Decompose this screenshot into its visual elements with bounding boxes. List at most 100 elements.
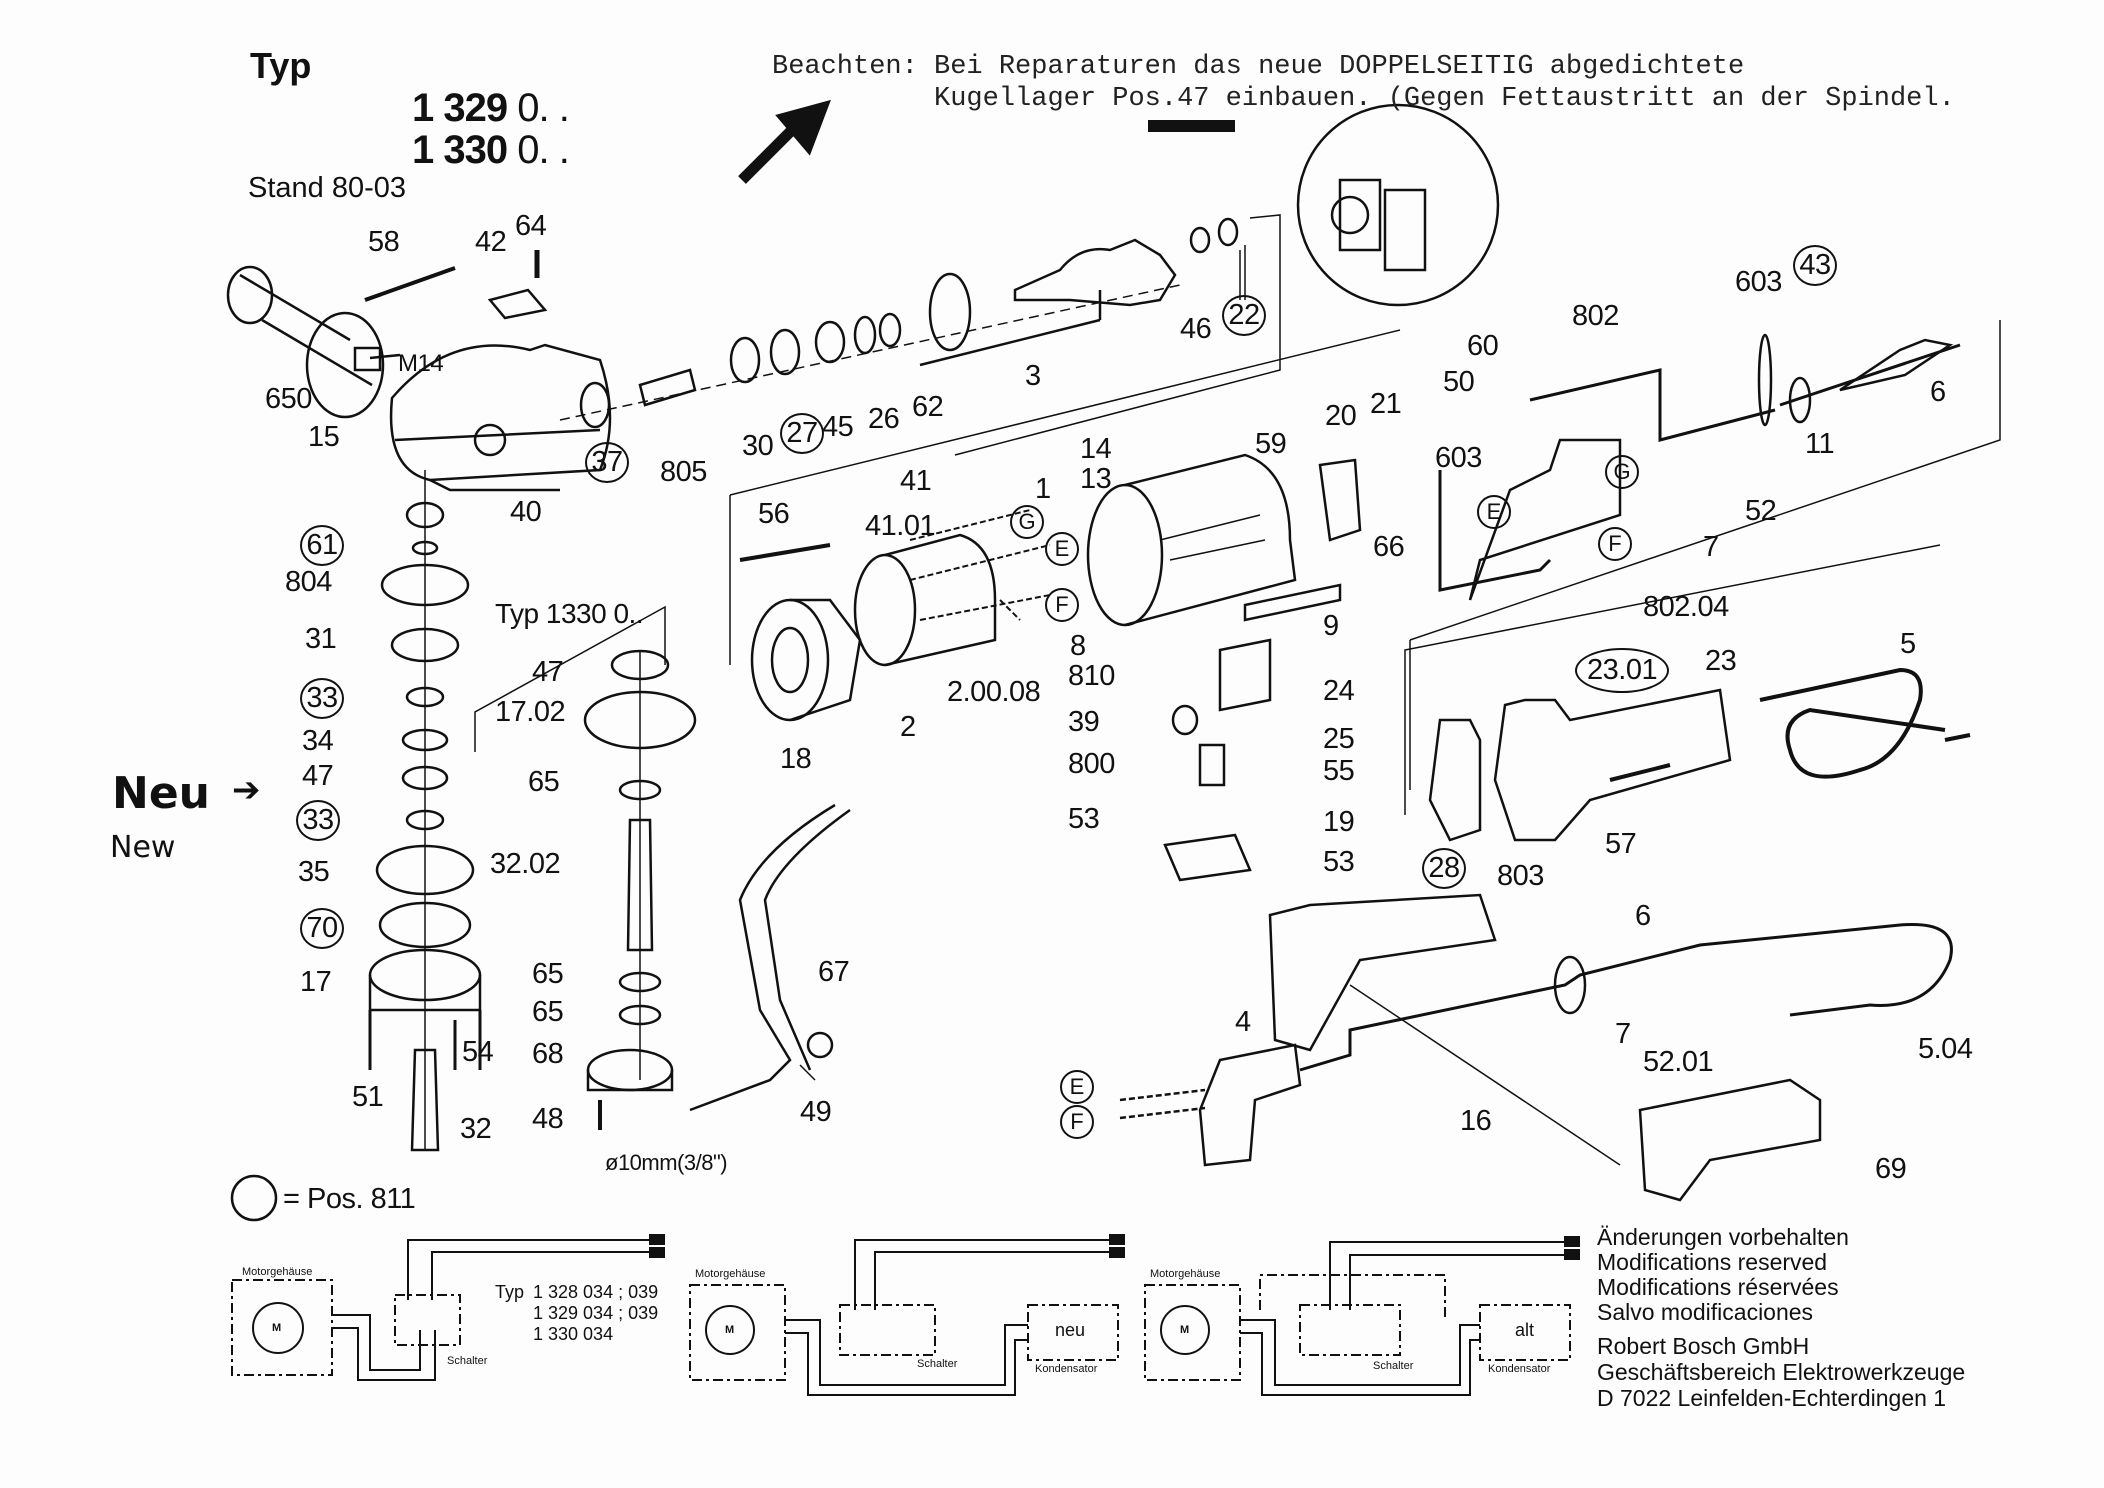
capacitor-label: Kondensator	[1488, 1363, 1551, 1375]
footer-disclaimer: Änderungen vorbehalten Modifications res…	[1597, 1225, 1849, 1325]
part-label: 1	[1035, 473, 1051, 505]
part-label: 48	[532, 1103, 564, 1135]
part-label: 8	[1070, 630, 1086, 662]
part-label: 67	[818, 956, 850, 988]
part-label: 3	[1025, 360, 1041, 392]
handwritten-arrow-right-icon: ➔	[232, 770, 261, 810]
part-label: 53	[1068, 803, 1100, 835]
part-label: 62	[912, 391, 944, 423]
part-label: 47	[532, 656, 564, 688]
part-label-circled: 70	[300, 908, 344, 949]
part-label: 5.04	[1918, 1033, 1973, 1065]
part-label: 65	[528, 766, 560, 798]
part-label: 2.00.08	[947, 676, 1041, 708]
motor-housing-label: Motorgehäuse	[1150, 1268, 1221, 1280]
wiring-diagram-3	[1144, 1236, 1580, 1396]
part-label: 59	[1255, 428, 1287, 460]
motor-housing-label: Motorgehäuse	[695, 1268, 766, 1280]
old-capacitor-label: alt	[1515, 1320, 1535, 1340]
handwritten-neu: Neu	[112, 768, 210, 819]
part-label: 65	[532, 996, 564, 1028]
part-label: 650	[265, 383, 312, 415]
company-address: D 7022 Leinfelden-Echterdingen 1	[1597, 1385, 1947, 1411]
wiring-variant: 1 330 034	[533, 1324, 614, 1344]
part-label: 5	[1900, 628, 1916, 660]
wire-letter-e: E	[1477, 495, 1511, 529]
footer-company: Robert Bosch GmbH Geschäftsbereich Elekt…	[1597, 1333, 1965, 1411]
model-number: 1 330	[412, 128, 508, 172]
part-label: 34	[302, 725, 334, 757]
part-label: 603	[1735, 266, 1782, 298]
handle-half-drawing	[1268, 893, 1497, 1052]
part-label: 45	[822, 411, 854, 443]
part-label: 35	[298, 856, 330, 888]
part-label: 42	[475, 226, 507, 258]
part-label-circled: 33	[300, 678, 344, 719]
part-label: 31	[305, 623, 337, 655]
wire-letter-g: G	[1010, 505, 1044, 539]
switch-label: Schalter	[1373, 1360, 1414, 1372]
part-label: 60	[1467, 330, 1499, 362]
handwritten-new: New	[110, 830, 176, 865]
part-label: 4	[1235, 1006, 1251, 1038]
part-label-circled: 22	[1222, 295, 1266, 336]
part-label: 19	[1323, 806, 1355, 838]
motor-symbol: M	[725, 1324, 735, 1336]
model-number-1330: 1 330 0. .	[412, 128, 570, 173]
part-label: 7	[1703, 531, 1719, 563]
part-label-circled: 28	[1422, 848, 1466, 889]
part-label: 20	[1325, 400, 1357, 432]
thread-m14-label: M14	[398, 350, 444, 377]
new-capacitor-label: neu	[1055, 1320, 1086, 1340]
part-label: 805	[660, 456, 707, 488]
part-label: 804	[285, 566, 332, 598]
part-label-circled: 33	[296, 800, 340, 841]
part-label: 46	[1180, 313, 1212, 345]
part-label: 64	[515, 210, 547, 242]
part-label: 802	[1572, 300, 1619, 332]
part-label: 49	[800, 1096, 832, 1128]
handwritten-arrow-up-icon	[738, 99, 831, 184]
part-label-circled: 27	[780, 413, 824, 454]
part-label-circled: 37	[585, 442, 629, 483]
part-label: 39	[1068, 706, 1100, 738]
wire-letter-f: F	[1045, 588, 1079, 622]
part-label: 802.04	[1643, 591, 1729, 623]
part-label: 40	[510, 496, 542, 528]
wire-letter-f: F	[1060, 1105, 1094, 1139]
part-label: 2	[900, 711, 916, 743]
part-label: 810	[1068, 660, 1115, 692]
part-label: 65	[532, 958, 564, 990]
model-number-1329: 1 329 0. .	[412, 86, 570, 131]
disclaimer-es: Salvo modificaciones	[1597, 1299, 1814, 1325]
model-number: 1 329	[412, 86, 508, 130]
part-label: 18	[780, 743, 812, 775]
wiring-variant: 1 328 034 ; 039	[533, 1282, 659, 1302]
part-label: 68	[532, 1038, 564, 1070]
part-label: 21	[1370, 388, 1402, 420]
wire-letter-g: G	[1605, 455, 1639, 489]
revision-stand: Stand 80-03	[248, 172, 407, 204]
wiring-diagram-1	[231, 1234, 665, 1381]
switch-label: Schalter	[447, 1355, 488, 1367]
hose-drawing	[689, 803, 851, 1112]
part-label: 57	[1605, 828, 1637, 860]
handle-half-lower-drawing	[1638, 1078, 1822, 1202]
switch-drawing	[1198, 1043, 1302, 1167]
typ-heading: Typ	[250, 45, 312, 86]
part-label: 24	[1323, 675, 1355, 707]
part-label: 50	[1443, 366, 1475, 398]
disclaimer-en: Modifications reserved	[1597, 1249, 1828, 1275]
wiring-diagram-2	[689, 1234, 1125, 1396]
part-label: 52.01	[1643, 1046, 1714, 1078]
part-label: 800	[1068, 748, 1115, 780]
legend-text: = Pos. 811	[283, 1183, 416, 1215]
part-label: 41.01	[865, 510, 936, 542]
side-handle-drawing	[226, 265, 401, 419]
wiring-variant: 1 329 034 ; 039	[533, 1303, 659, 1323]
wire-letter-e: E	[1045, 532, 1079, 566]
part-label: 54	[462, 1036, 494, 1068]
part-label: 17.02	[495, 696, 566, 728]
legend-circle-symbol	[230, 1174, 278, 1222]
part-label: 41	[900, 465, 932, 497]
